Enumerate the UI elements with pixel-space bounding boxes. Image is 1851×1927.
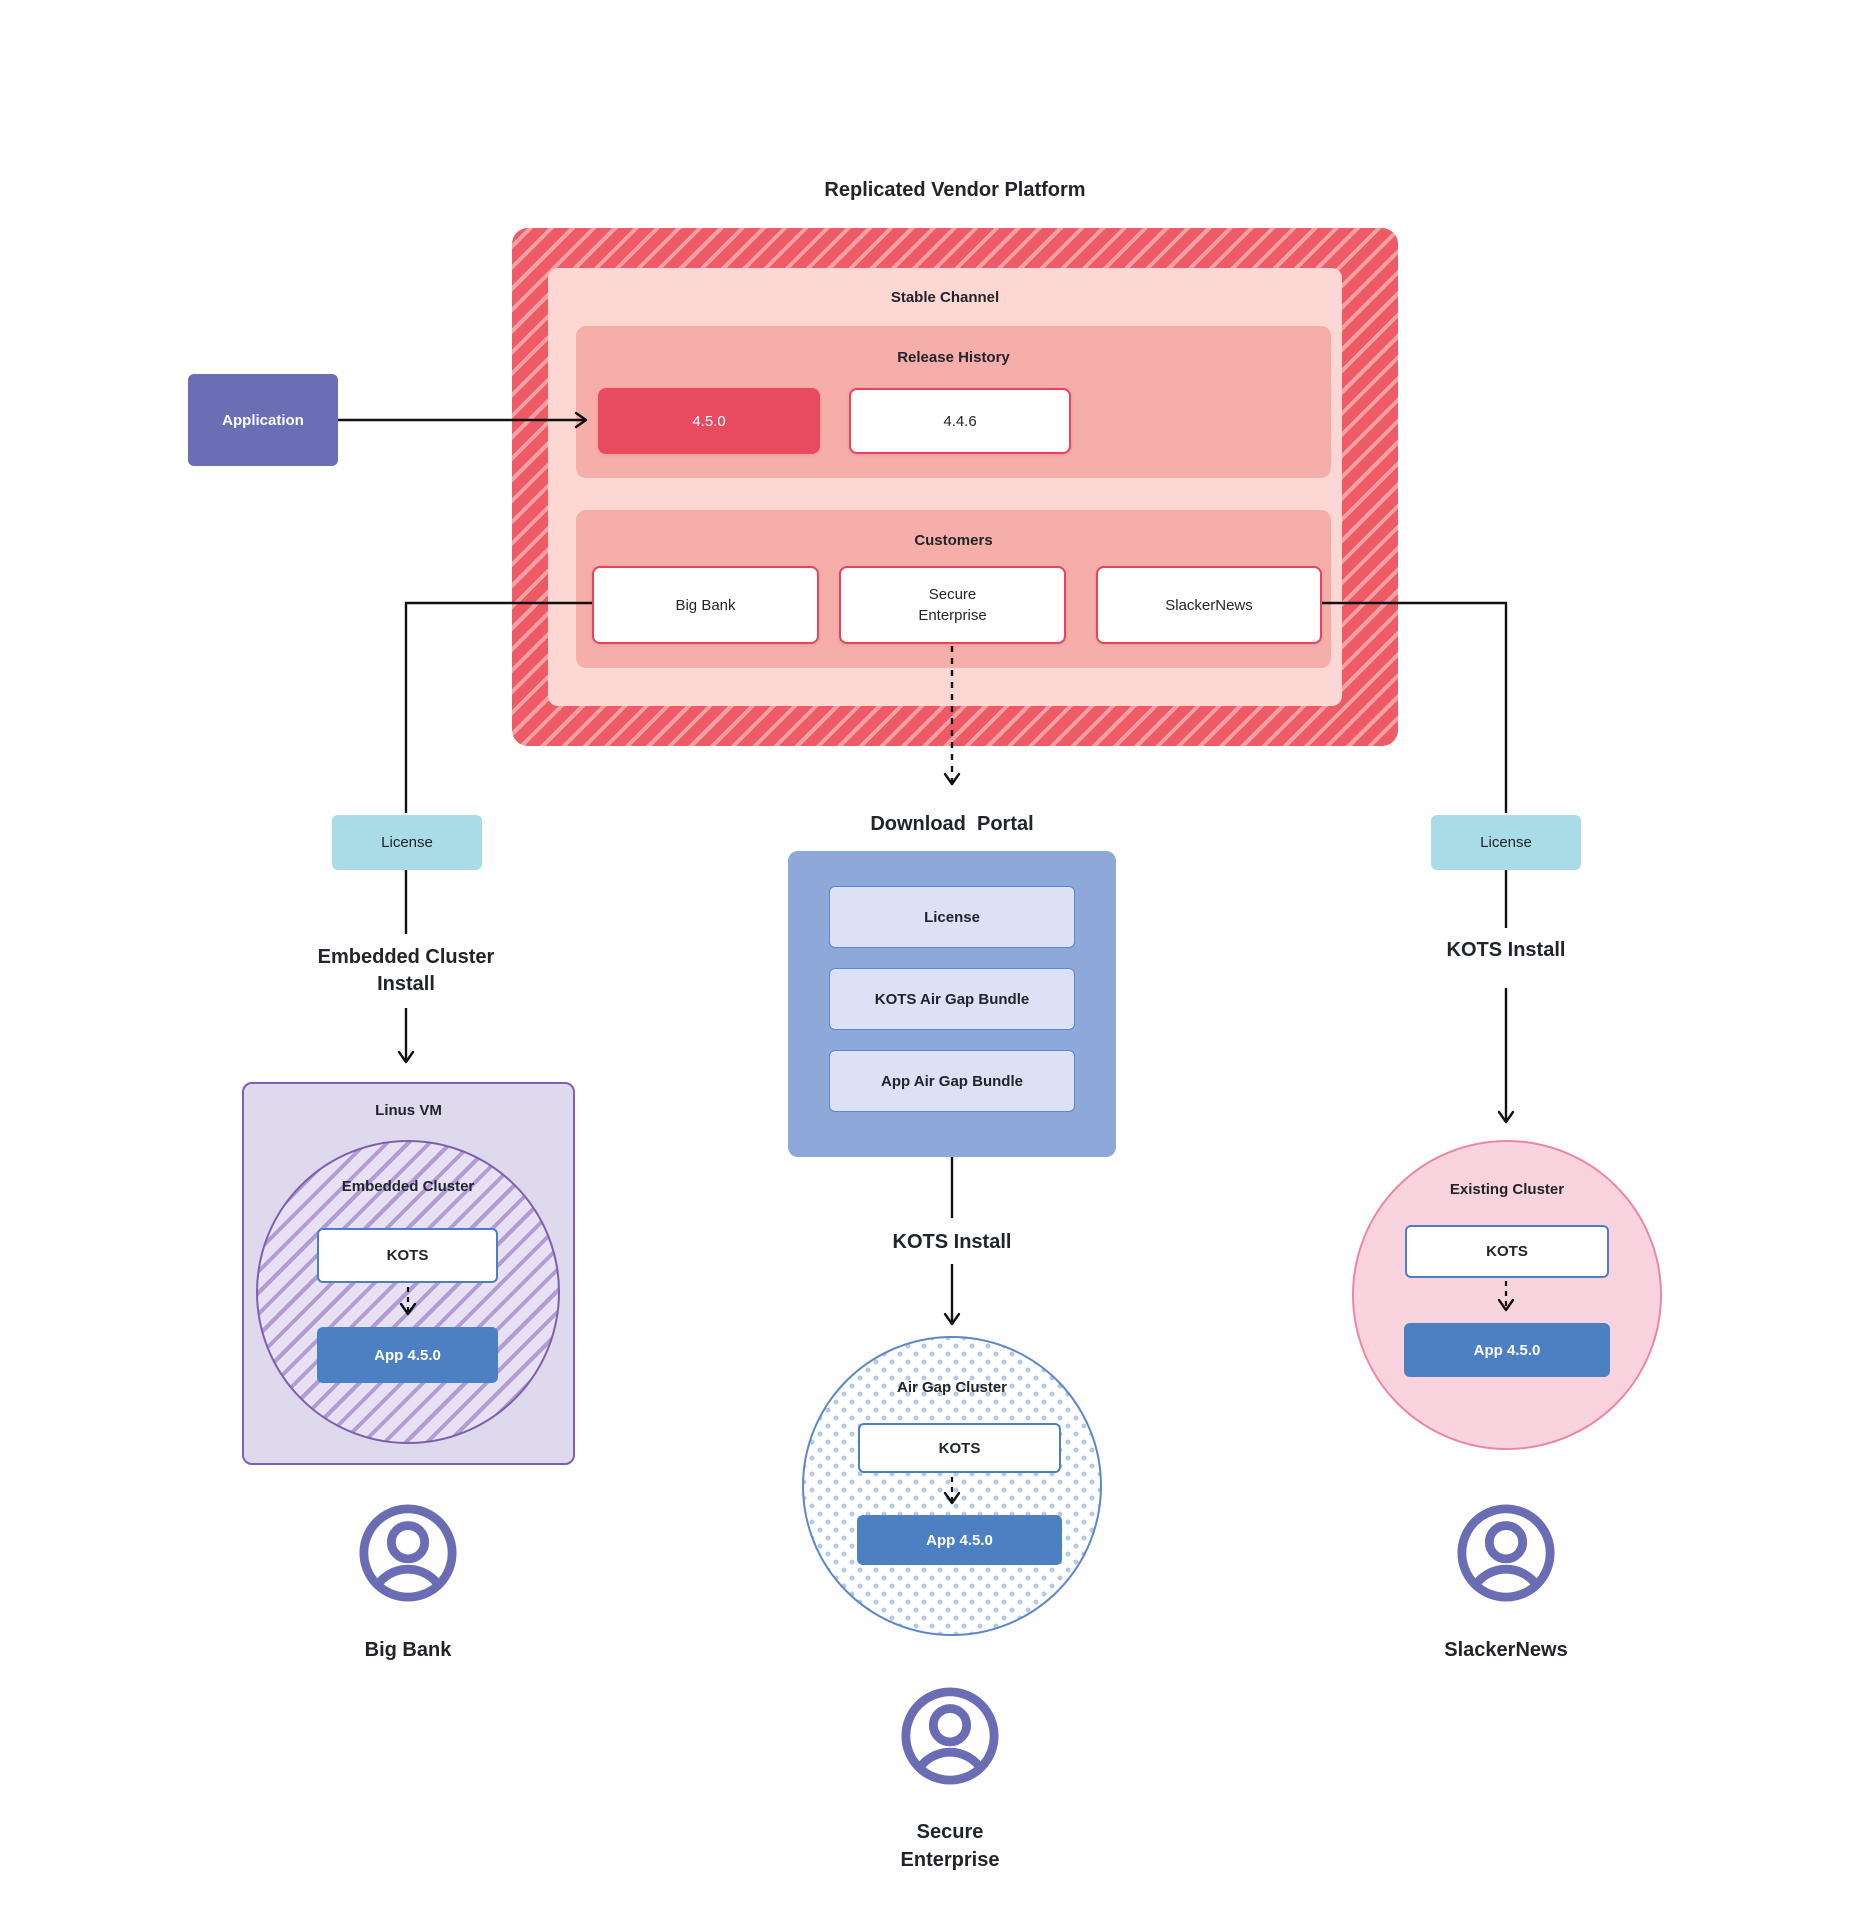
license-badge-left: License (332, 815, 482, 870)
secure-enterprise-avatar (899, 1685, 1001, 1787)
slackernews-avatar (1455, 1502, 1557, 1604)
embedded-cluster-install-label: Embedded Cluster Install (317, 946, 495, 995)
customers-label: Customers (914, 532, 993, 549)
release-history-label: Release History (897, 349, 1010, 366)
portal-item-app-airgap-bundle: App Air Gap Bundle (829, 1050, 1075, 1112)
release-version-previous: 4.4.6 (849, 388, 1071, 454)
app-box-airgap: App 4.5.0 (857, 1515, 1062, 1565)
customer-big-bank: Big Bank (592, 566, 819, 644)
kots-box-existing: KOTS (1405, 1225, 1609, 1278)
diagram-title: Replicated Vendor Platform (824, 179, 1086, 201)
person-icon (1457, 1504, 1555, 1602)
person-icon (359, 1504, 457, 1602)
air-gap-cluster-label: Air Gap Cluster (896, 1379, 1008, 1396)
kots-install-label-center: KOTS Install (892, 1231, 1012, 1253)
kots-install-label-right: KOTS Install (1446, 939, 1566, 961)
portal-item-kots-airgap-bundle: KOTS Air Gap Bundle (829, 968, 1075, 1030)
stable-channel-label: Stable Channel (890, 289, 1000, 306)
download-portal-title: Download Portal (870, 813, 1034, 835)
big-bank-avatar (357, 1502, 459, 1604)
customer-secure-enterprise: Secure Enterprise (839, 566, 1066, 644)
linus-vm-label: Linus VM (375, 1102, 442, 1119)
big-bank-name: Big Bank (364, 1639, 452, 1661)
embedded-cluster-label: Embedded Cluster (341, 1178, 475, 1195)
app-box-existing: App 4.5.0 (1404, 1323, 1610, 1377)
person-icon (901, 1687, 999, 1785)
existing-cluster-label: Existing Cluster (1449, 1181, 1565, 1198)
customer-slackernews: SlackerNews (1096, 566, 1322, 644)
slackernews-name: SlackerNews (1444, 1639, 1568, 1661)
app-box-embedded: App 4.5.0 (317, 1327, 498, 1383)
portal-item-license: License (829, 886, 1075, 948)
kots-box-airgap: KOTS (858, 1423, 1061, 1473)
application-box: Application (188, 374, 338, 466)
release-version-current: 4.5.0 (598, 388, 820, 454)
secure-enterprise-name: Secure Enterprise (900, 1821, 1000, 1871)
kots-box-embedded: KOTS (317, 1228, 498, 1283)
license-badge-right: License (1431, 815, 1581, 870)
